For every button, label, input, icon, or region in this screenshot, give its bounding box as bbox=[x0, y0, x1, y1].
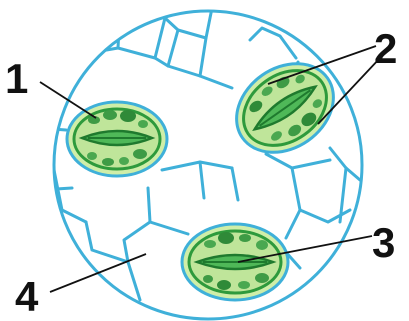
label-4: 4 bbox=[15, 276, 38, 318]
chloroplast bbox=[120, 110, 136, 122]
chloroplast bbox=[119, 157, 129, 165]
chloroplast bbox=[138, 120, 148, 128]
chloroplast bbox=[239, 234, 251, 242]
chloroplast bbox=[102, 158, 114, 166]
chloroplast bbox=[103, 110, 117, 120]
chloroplast bbox=[217, 280, 231, 290]
label-3: 3 bbox=[372, 222, 395, 264]
stoma-left bbox=[67, 102, 167, 176]
chloroplast bbox=[133, 149, 147, 159]
chloroplast bbox=[256, 240, 268, 250]
chloroplast bbox=[218, 232, 234, 244]
stoma-bottom bbox=[182, 224, 288, 300]
chloroplast bbox=[255, 273, 269, 283]
label-2: 2 bbox=[374, 28, 397, 70]
label-1: 1 bbox=[5, 58, 28, 100]
chloroplast bbox=[203, 275, 213, 283]
chloroplast bbox=[238, 281, 250, 289]
chloroplast bbox=[204, 240, 216, 248]
chloroplast bbox=[87, 152, 97, 160]
